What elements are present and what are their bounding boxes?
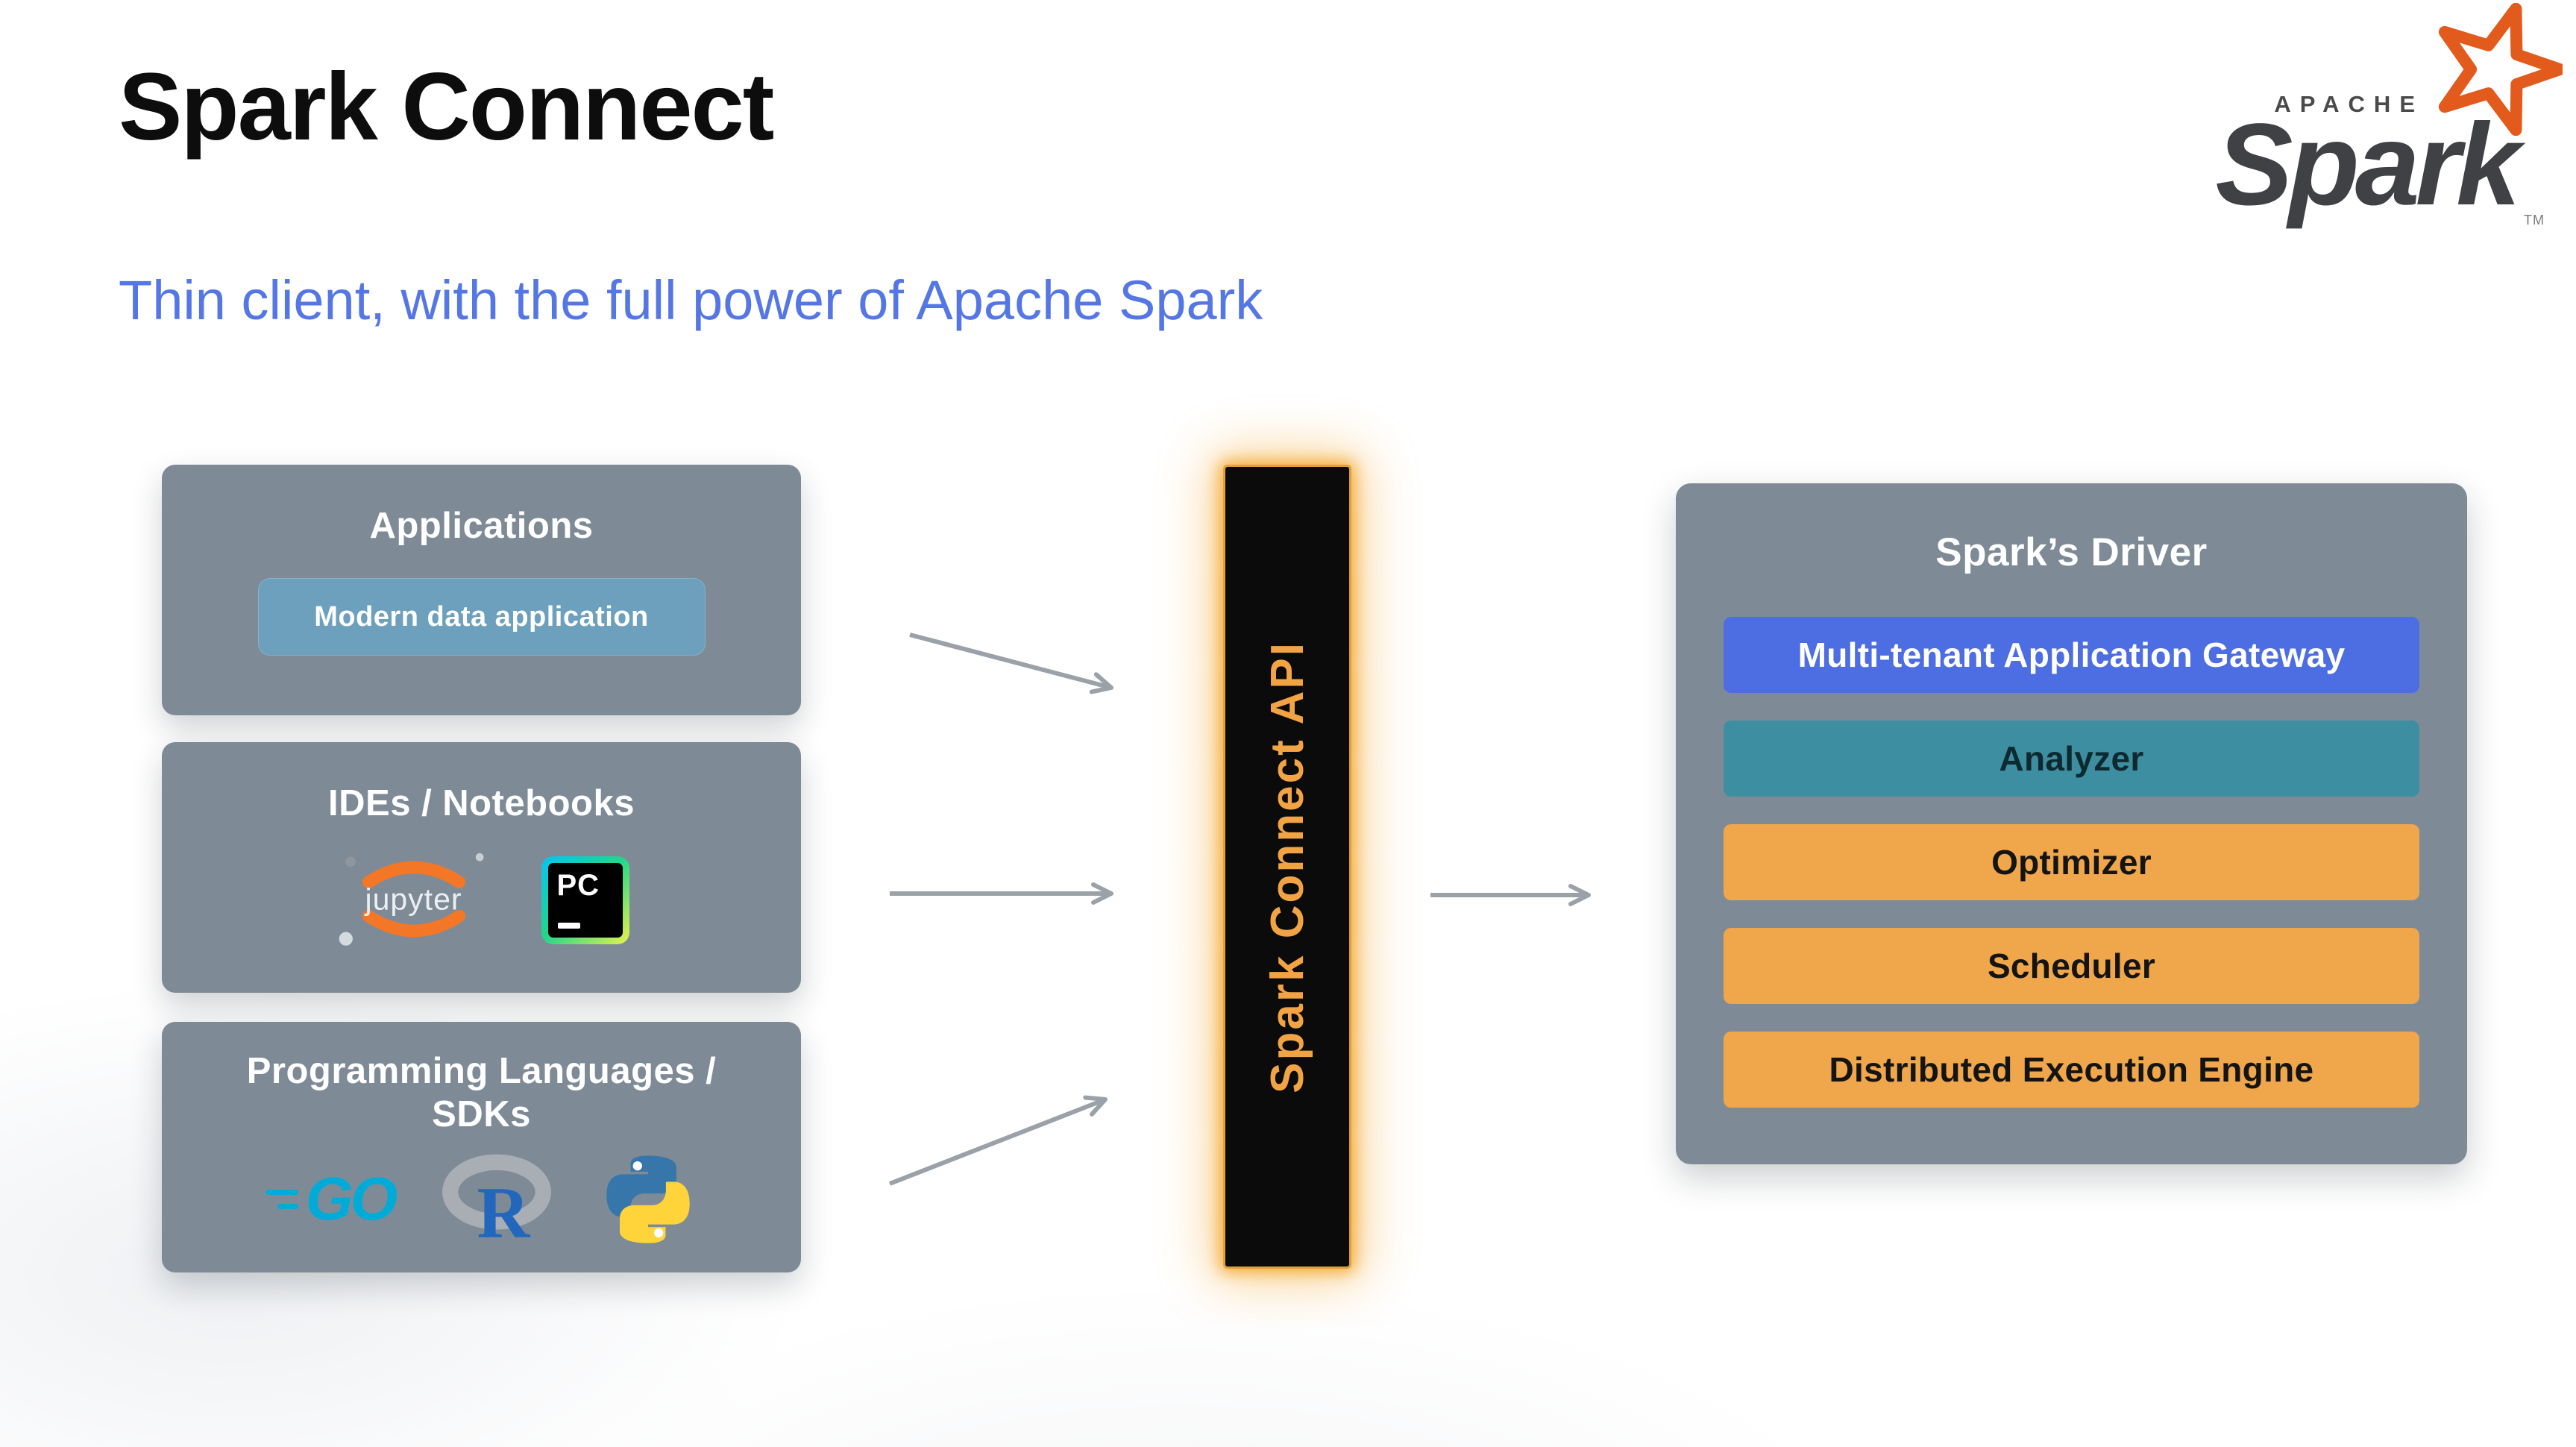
spark-wordmark: Spark xyxy=(2215,100,2521,230)
go-icon: GO xyxy=(265,1164,398,1234)
spark-driver-panel: Spark’s Driver Multi-tenant Application … xyxy=(1676,483,2467,1164)
trademark-label: TM xyxy=(2524,213,2545,227)
applications-title: Applications xyxy=(369,506,594,546)
pycharm-icon: PC xyxy=(541,856,629,944)
driver-row-analyzer: Analyzer xyxy=(1724,721,2419,797)
apache-label: APACHE xyxy=(2274,91,2424,117)
driver-row-execution-engine: Distributed Execution Engine xyxy=(1724,1032,2419,1108)
spark-connect-api-bar: Spark Connect API xyxy=(1223,465,1351,1269)
arrow-languages-to-api xyxy=(888,1095,1108,1186)
apache-spark-logo: APACHE Spark TM xyxy=(2148,3,2563,242)
jupyter-icon: jupyter xyxy=(334,844,494,957)
go-label: GO xyxy=(305,1164,398,1233)
modern-data-application-chip: Modern data application xyxy=(257,578,706,656)
applications-panel: Applications Modern data application xyxy=(162,465,801,715)
spark-star-icon xyxy=(2438,3,2563,136)
languages-icon-row: GO R xyxy=(162,1150,801,1249)
pycharm-underscore xyxy=(557,923,580,929)
pycharm-label: PC xyxy=(556,869,600,902)
spark-connect-api-label: Spark Connect API xyxy=(1261,640,1313,1093)
ides-notebooks-title: IDEs / Notebooks xyxy=(328,783,635,823)
jupyter-label: jupyter xyxy=(365,882,462,917)
python-icon xyxy=(606,1155,691,1243)
go-speed-lines xyxy=(265,1189,298,1209)
ides-icon-row: jupyter PC xyxy=(162,844,801,957)
arrow-applications-to-api xyxy=(909,633,1113,694)
r-logo-icon: R xyxy=(442,1154,552,1246)
page-title: Spark Connect xyxy=(119,54,774,160)
spark-driver-title: Spark’s Driver xyxy=(1935,530,2208,574)
svg-text:R: R xyxy=(477,1173,531,1246)
subtitle: Thin client, with the full power of Apac… xyxy=(119,269,1263,331)
driver-row-optimizer: Optimizer xyxy=(1724,824,2419,900)
driver-row-gateway: Multi-tenant Application Gateway xyxy=(1724,617,2419,693)
languages-sdks-title: Programming Languages / SDKs xyxy=(246,1051,717,1134)
ides-notebooks-panel: IDEs / Notebooks jupyter PC xyxy=(162,742,801,993)
driver-row-scheduler: Scheduler xyxy=(1724,928,2419,1004)
languages-sdks-panel: Programming Languages / SDKs GO R xyxy=(162,1022,801,1272)
